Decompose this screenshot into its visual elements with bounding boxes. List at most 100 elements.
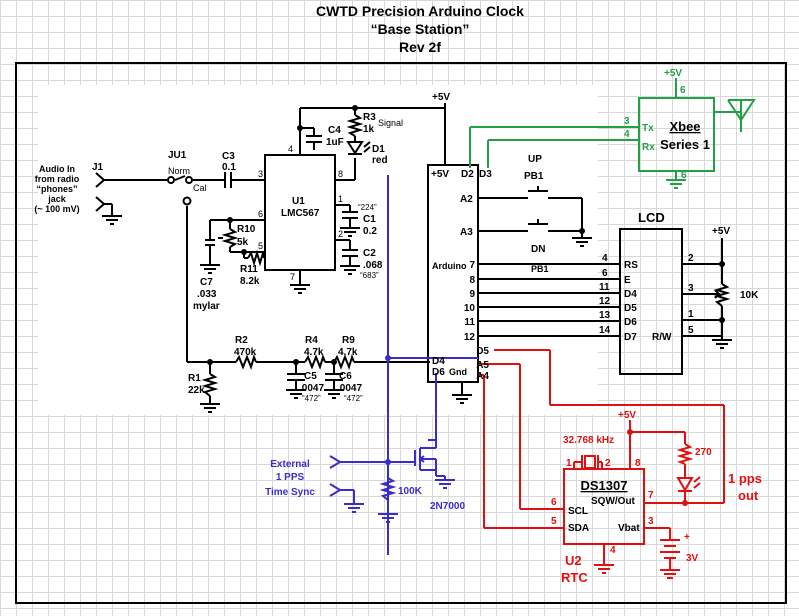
- r100k-value: 100K: [398, 486, 423, 497]
- mosfet-part: 2N7000: [430, 501, 465, 512]
- lcd-pin-11: 11: [599, 282, 610, 293]
- u1-pin2: 2: [338, 229, 343, 239]
- rtc-pin-7: 7: [648, 490, 654, 501]
- arduino-d4-label: D4: [432, 356, 445, 367]
- black-resistors: [201, 114, 731, 397]
- rtc-5v-label: +5V: [618, 410, 636, 421]
- u1-pin1: 1: [338, 194, 343, 204]
- xbee-pin-4: 4: [624, 129, 630, 140]
- r10-resistor: [221, 228, 239, 248]
- audio-in-line-4: jack: [47, 194, 67, 204]
- audio-in-line-2: from radio: [35, 174, 80, 184]
- r3-value: 1k: [363, 124, 375, 135]
- c5-value: .0047: [299, 383, 324, 394]
- arduino-a4-label: A4: [476, 371, 489, 382]
- led-icon: [676, 477, 694, 492]
- rtc-scl-label: SCL: [568, 506, 588, 517]
- arduino-a5-label: A5: [476, 360, 489, 371]
- border-frame: [15, 62, 787, 604]
- lcd-rs-label: RS: [624, 260, 638, 271]
- rtc-labels: +5V 32.768 kHz 1 2 8 270 6 5 7 3 4 3V +: [551, 410, 712, 564]
- d1-label: D1: [372, 144, 385, 155]
- rtc-pin-6: 6: [551, 497, 557, 508]
- dn-label: DN: [531, 244, 545, 255]
- lcd-e-label: E: [624, 275, 631, 286]
- u1-pin6: 6: [258, 209, 263, 219]
- arduino-pin-12: 12: [464, 332, 476, 343]
- rtc-pin-1: 1: [566, 458, 572, 469]
- pb1-label: PB1: [524, 171, 544, 182]
- r11-label: R11: [240, 264, 258, 275]
- c6-code: “472”: [344, 394, 363, 403]
- external-label-line-1: External: [270, 459, 310, 470]
- r11-resistor: [247, 249, 265, 267]
- lcd-d4-label: D4: [624, 289, 637, 300]
- u1-pin7: 7: [290, 272, 295, 282]
- r10-label: R10: [237, 224, 256, 235]
- arduino-d3-label: D3: [479, 169, 492, 180]
- lcd-pin-14: 14: [599, 325, 611, 336]
- c5-code: “472”: [302, 394, 321, 403]
- arduino-a3-label: A3: [460, 227, 473, 238]
- arduino-5v-label: +5V: [431, 169, 449, 180]
- pot-value: 10K: [740, 290, 759, 301]
- rtc-chip-name: DS1307: [581, 478, 628, 493]
- panel-background: [38, 85, 598, 415]
- blue-wires: [329, 175, 478, 555]
- c4-value: 1uF: [326, 137, 344, 148]
- u1-pin8: 8: [338, 169, 343, 179]
- r4-value: 4.7k: [304, 347, 324, 358]
- d1-value: red: [372, 155, 388, 166]
- lcd-d5-label: D5: [624, 303, 637, 314]
- black-labels: +5V J1 Audio In from radio “phones” jack…: [34, 92, 759, 403]
- pot-wiper-arrow: [712, 289, 722, 299]
- c2-value: .068: [363, 260, 383, 271]
- r9-value: 4.7k: [338, 347, 358, 358]
- rtc-wires: [478, 349, 725, 579]
- xbee-labels: +5V 6 3 4 Tx Rx 6: [624, 68, 687, 181]
- v5-main-label: +5V: [432, 92, 450, 103]
- lcd-pin-2: 2: [688, 253, 694, 264]
- rtc-junctions: [627, 429, 688, 506]
- signal-label: Signal: [378, 118, 403, 128]
- cal-label: Cal: [193, 183, 207, 193]
- c7-label: C7: [200, 277, 213, 288]
- r2-resistor: [235, 353, 257, 371]
- lcd-pin-3: 3: [688, 283, 694, 294]
- arduino-pin-8: 8: [469, 275, 475, 286]
- r10-value: 5k: [237, 237, 249, 248]
- lcd-rw-label: R/W: [652, 332, 672, 343]
- title-line-3: Rev 2f: [399, 39, 441, 55]
- crystal-label: 32.768 kHz: [563, 435, 614, 446]
- lcd-d6-label: D6: [624, 317, 637, 328]
- u1-part: LMC567: [281, 208, 320, 219]
- r4-resistor: [304, 353, 326, 371]
- rtc-pin-2: 2: [605, 458, 611, 469]
- c1-code: “224”: [358, 203, 377, 212]
- arduino-pin-11: 11: [464, 317, 475, 328]
- r2-value: 470k: [234, 347, 257, 358]
- c5-label: C5: [304, 371, 317, 382]
- audio-in-line-5: (~ 100 mV): [34, 204, 79, 214]
- pps-out-line-2: out: [738, 488, 759, 503]
- rtc-label: RTC: [561, 570, 588, 585]
- c1-value: 0.2: [363, 226, 377, 237]
- xbee-name-line-2: Series 1: [660, 137, 710, 152]
- xbee-name-line-1: Xbee: [669, 119, 700, 134]
- c1-label: C1: [363, 214, 376, 225]
- crystal-icon: [584, 455, 596, 469]
- arduino-pin-10: 10: [464, 303, 476, 314]
- u1-label: U1: [292, 196, 305, 207]
- ju1-switch-icon: [167, 176, 193, 206]
- arduino-a2-label: A2: [460, 194, 473, 205]
- battery-plus: +: [684, 532, 690, 543]
- j1-label: J1: [92, 162, 104, 173]
- r1-resistor: [201, 373, 219, 397]
- d1-led-icon: [346, 141, 371, 155]
- audio-in-line-3: “phones”: [36, 184, 77, 194]
- pps-out-line-1: 1 pps: [728, 471, 762, 486]
- u2-label: U2: [565, 553, 582, 568]
- c6-label: C6: [339, 371, 352, 382]
- rtc-vbat-label: Vbat: [618, 523, 640, 534]
